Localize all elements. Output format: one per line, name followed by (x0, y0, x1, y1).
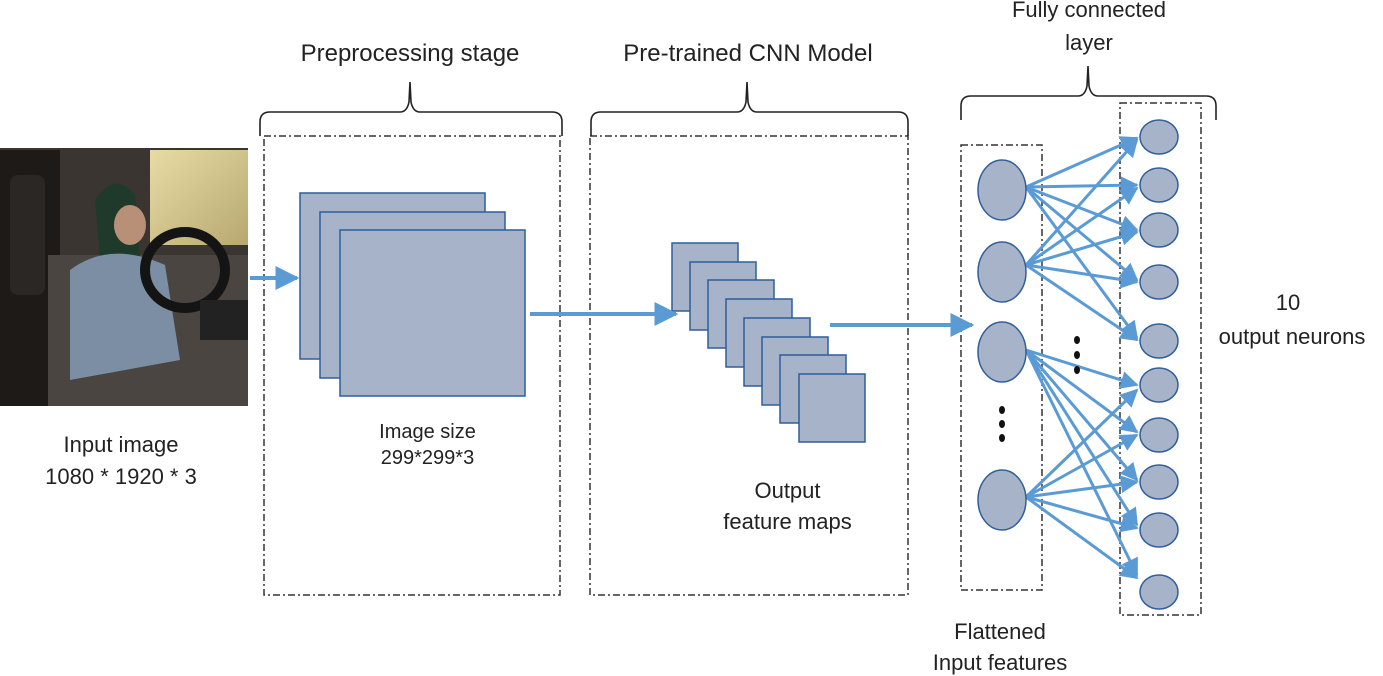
preprocessed-image-stack (299, 192, 526, 397)
input-photo (0, 148, 248, 406)
image-size-dims: 299*299*3 (380, 447, 475, 469)
fc-brace (960, 65, 1217, 120)
cnn-model-title: Pre-trained CNN Model (623, 40, 873, 67)
output-neurons-label: output neurons (1218, 324, 1366, 349)
ellipsis-dots-middle (1074, 336, 1080, 374)
flattened-neurons (977, 159, 1027, 531)
flattened-label-line1: Flattened (954, 619, 1046, 644)
fc-layer-title-line2: layer (1065, 30, 1113, 55)
output-neurons (1139, 119, 1179, 610)
output-box (1119, 102, 1202, 616)
feature-maps-stack (671, 242, 866, 443)
preprocessing-brace (259, 81, 563, 136)
preprocessing-title: Preprocessing stage (300, 40, 520, 67)
output-count: 10 (1275, 290, 1301, 315)
cnn-brace (590, 81, 909, 136)
ellipsis-dots-input (999, 406, 1005, 442)
cnn-model-box (589, 135, 909, 596)
output-feature-maps-line2: feature maps (723, 509, 852, 534)
image-size-label: Image size (379, 421, 476, 443)
output-feature-maps-line1: Output (754, 478, 821, 503)
input-image-dims: 1080 * 1920 * 3 (45, 464, 197, 489)
flattened-label-line2: Input features (932, 650, 1068, 675)
preprocessing-box (263, 135, 561, 596)
fc-layer-title-line1: Fully connected (1011, 0, 1167, 22)
fc-connections (1024, 136, 1139, 580)
input-image-label: Input image (63, 432, 179, 457)
